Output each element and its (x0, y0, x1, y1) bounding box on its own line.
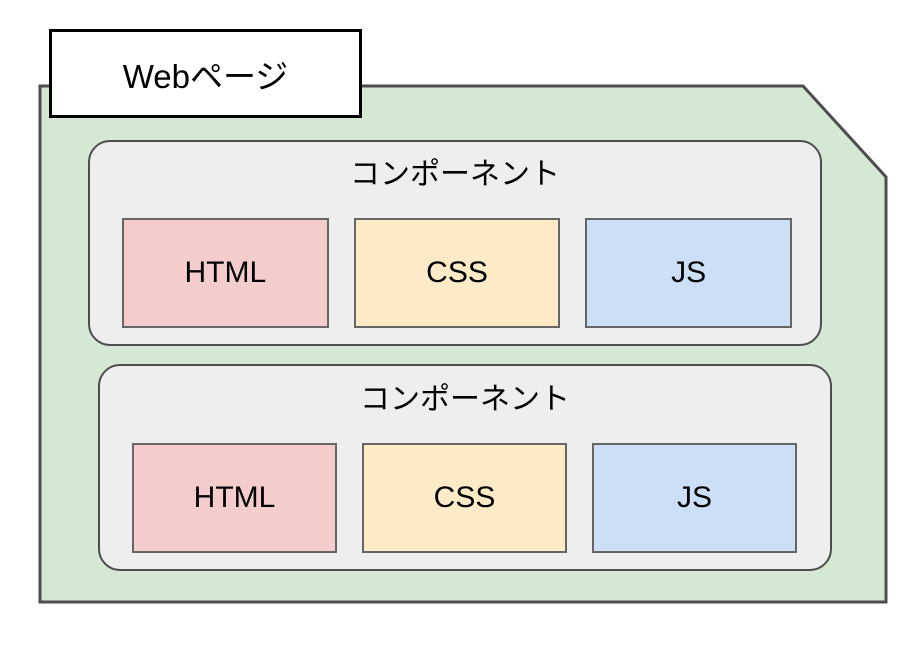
component-panel-1-title: コンポーネント (350, 158, 560, 191)
tech-box-html-1: HTML (122, 218, 329, 328)
tech-box-css-2: CSS (362, 443, 567, 553)
tech-box-html-2: HTML (132, 443, 337, 553)
component-panel-2-tech-row: HTML CSS JS (132, 443, 797, 553)
component-panel-2: コンポーネント HTML CSS JS (98, 364, 832, 571)
component-panel-1: コンポーネント HTML CSS JS (88, 140, 822, 346)
tech-box-js-1: JS (585, 218, 793, 328)
component-panel-2-title: コンポーネント (360, 383, 570, 416)
tech-box-js-2: JS (592, 443, 797, 553)
component-panel-1-tech-row: HTML CSS JS (122, 218, 793, 328)
page-title-label: Webページ (49, 29, 362, 118)
tech-box-css-1: CSS (353, 218, 561, 328)
